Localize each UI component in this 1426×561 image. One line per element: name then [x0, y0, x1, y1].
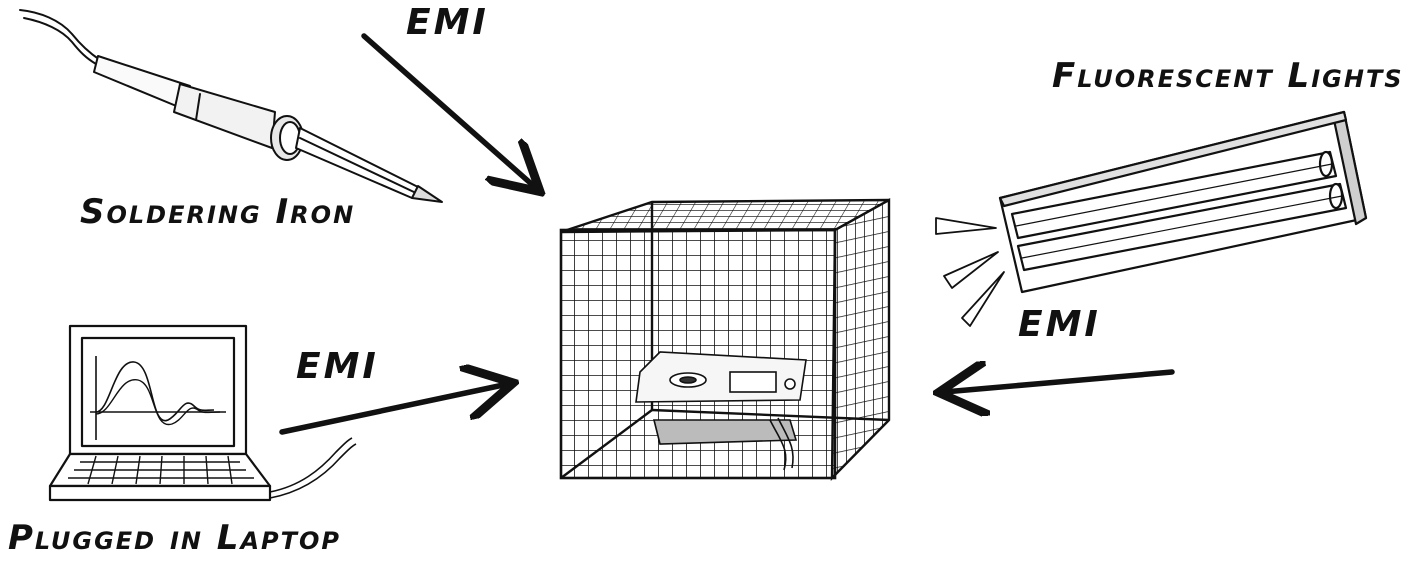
emi-arrow-top: [361, 33, 536, 188]
laptop-illustration: [48, 324, 357, 502]
device-inside-cage: [635, 351, 807, 471]
soldering-iron-illustration: [19, 9, 443, 203]
plugged-in-laptop-label: Plugged in Laptop: [8, 518, 341, 558]
fluorescent-lights-label: Fluorescent Lights: [1052, 56, 1404, 96]
soldering-iron-label: Soldering Iron: [80, 192, 356, 232]
emi-label-top: EMI: [406, 2, 489, 43]
emi-label-left: EMI: [296, 346, 379, 387]
emi-arrow-left: [279, 384, 508, 435]
emi-label-right: EMI: [1018, 304, 1101, 345]
emi-arrow-right: [944, 372, 1175, 392]
faraday-cage-illustration: [559, 197, 891, 481]
fluorescent-lights-illustration: [935, 110, 1368, 327]
